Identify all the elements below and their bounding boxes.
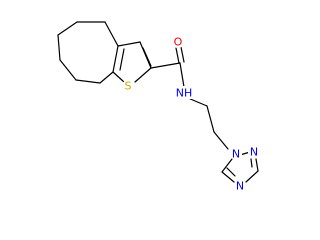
triazole-n1-atom: N xyxy=(230,148,242,161)
bond xyxy=(99,71,114,84)
bond xyxy=(134,67,152,83)
bond xyxy=(221,158,233,173)
bond xyxy=(250,158,253,168)
bond xyxy=(75,79,101,84)
propyl-chain xyxy=(187,97,229,150)
bond xyxy=(117,41,141,47)
oxygen-atom: O xyxy=(172,36,184,49)
bond xyxy=(213,131,229,150)
bond xyxy=(112,45,119,73)
bond xyxy=(187,97,208,107)
bond xyxy=(104,21,119,47)
bond xyxy=(57,34,61,61)
triazole-n3-atom: N xyxy=(234,180,246,193)
bond xyxy=(206,105,215,133)
bond xyxy=(57,21,78,36)
triazole-n1-label: N xyxy=(232,148,240,161)
bond xyxy=(175,47,180,64)
cyclooctane-ring xyxy=(57,21,119,84)
molecule-drawing: S O NH N N N xyxy=(57,21,260,193)
triazole-n3-label: N xyxy=(236,180,244,193)
triazole-n2-label: N xyxy=(250,146,258,159)
amide-nitrogen-atom: NH xyxy=(175,86,193,100)
sulfur-label: S xyxy=(125,80,132,93)
bond xyxy=(180,46,185,63)
bond xyxy=(221,171,235,183)
bond xyxy=(112,71,125,83)
oxygen-label: O xyxy=(174,36,183,49)
bond xyxy=(245,170,259,183)
triazole-n2-atom: N xyxy=(248,146,260,159)
thiophene-ring xyxy=(112,41,152,83)
bond xyxy=(119,48,125,71)
atom-labels: S O NH N N N xyxy=(122,36,260,193)
bond xyxy=(59,59,77,81)
amide-nh-label: NH xyxy=(176,87,193,100)
bond xyxy=(142,47,152,67)
sulfur-atom: S xyxy=(122,80,134,93)
structure-canvas: S O NH N N N xyxy=(57,21,260,193)
bond xyxy=(179,62,185,88)
bond xyxy=(150,62,181,69)
carboxamide-group xyxy=(150,46,185,88)
bond xyxy=(226,167,236,177)
bond xyxy=(255,158,259,172)
